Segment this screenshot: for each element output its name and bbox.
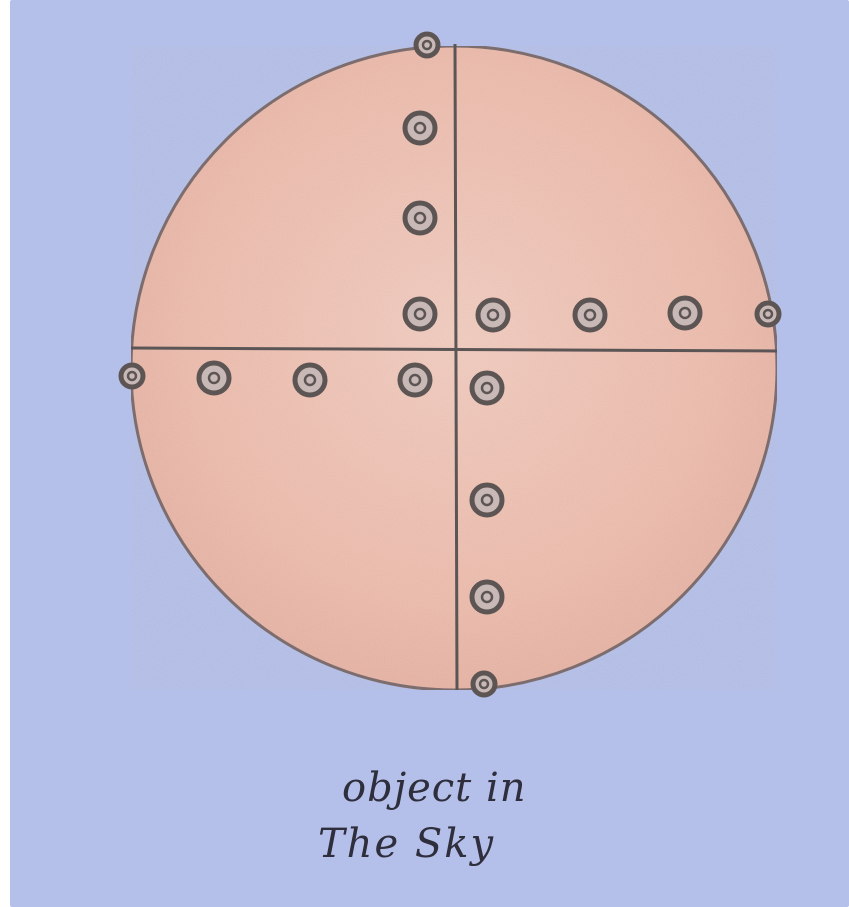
object-marker-left-edge [121, 365, 143, 387]
object-marker-bottom [472, 373, 502, 403]
object-marker-left [295, 365, 325, 395]
caption-line-2: The Sky [300, 816, 620, 872]
object-marker-right [478, 300, 508, 330]
handwritten-caption: object in The Sky [300, 760, 620, 872]
object-marker-left [199, 363, 229, 393]
object-marker-top-edge [416, 34, 438, 56]
object-marker-right-edge [757, 303, 779, 325]
object-marker-top [405, 113, 435, 143]
object-marker-left [400, 365, 430, 395]
crosshair-vertical [455, 44, 457, 690]
object-marker-top [405, 203, 435, 233]
object-marker-bottom [472, 582, 502, 612]
object-marker-top [405, 299, 435, 329]
object-marker-bottom [472, 485, 502, 515]
object-marker-right [670, 298, 700, 328]
object-marker-right [575, 300, 605, 330]
caption-line-1: object in [300, 760, 620, 816]
object-marker-bottom-edge [473, 673, 495, 695]
